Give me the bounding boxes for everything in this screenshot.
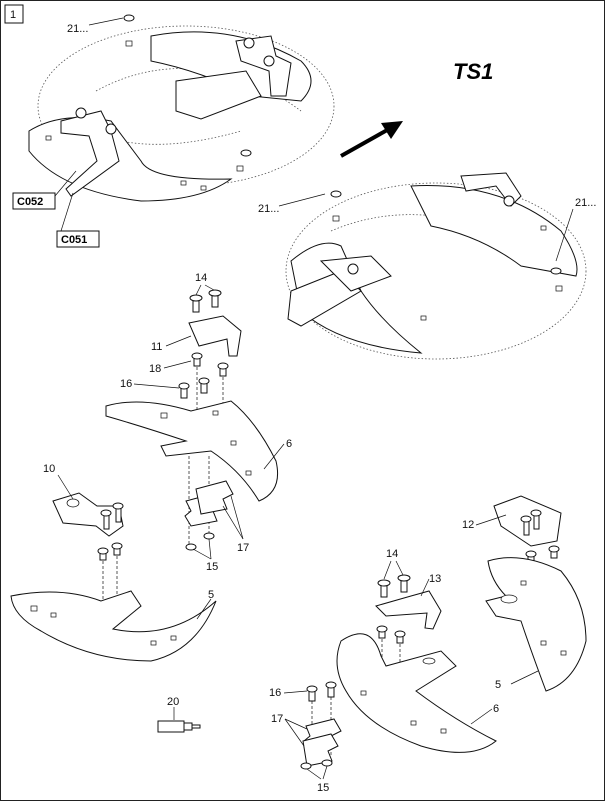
callout-21-mid: 21...: [258, 203, 279, 215]
callout-10: 10: [43, 463, 55, 475]
callout-13: 13: [429, 573, 441, 585]
screws-bracket-10: [97, 502, 124, 561]
callout-20: 20: [167, 696, 179, 708]
clips-17-upper: [184, 480, 234, 527]
screws-14-lower: [377, 574, 411, 598]
callout-5-left: 5: [208, 589, 214, 601]
callout-21-top-right: 21...: [575, 197, 596, 209]
bracket-13: [375, 590, 442, 630]
bolts-bracket-13: [376, 625, 406, 644]
callout-16-lower: 16: [269, 687, 281, 699]
diagram-title: TS1: [453, 59, 493, 84]
bolts-16-upper: [178, 377, 210, 399]
grease-tube-20: [157, 720, 201, 733]
blade-6-upper: [105, 400, 279, 502]
bracket-11: [188, 315, 242, 357]
callout-15-lower: 15: [317, 782, 329, 794]
callout-17-upper: 17: [237, 542, 249, 554]
callout-16-upper: 16: [120, 378, 132, 390]
direction-arrow: [340, 121, 403, 158]
ref-box-c052: [12, 192, 56, 210]
assembly-top-right: [285, 172, 587, 360]
blade-6-lower: [336, 633, 497, 753]
ref-label-c051: C051: [61, 234, 87, 246]
nuts-15-upper: [185, 532, 215, 551]
callout-17-lower: 17: [271, 713, 283, 725]
callout-5-right: 5: [495, 679, 501, 691]
bolts-18: [191, 352, 229, 377]
ref-label-c052: C052: [17, 196, 43, 208]
callout-11: 11: [151, 341, 162, 353]
callout-6-upper: 6: [286, 438, 292, 450]
bracket-10: [52, 492, 124, 537]
clips-17-lower: [302, 718, 342, 767]
ref-box-c051: [56, 230, 100, 248]
figure-number: 1: [10, 9, 16, 21]
blade-5-right: [485, 557, 587, 692]
figure-number-box: [4, 4, 24, 24]
screws-bracket-12: [520, 509, 560, 564]
bolts-16-lower: [306, 681, 337, 702]
callout-14-upper: 14: [195, 272, 207, 284]
callout-6-lower: 6: [493, 703, 499, 715]
blade-5-left: [10, 590, 217, 662]
callout-21-top-left: 21...: [67, 23, 88, 35]
screws-14-upper: [189, 289, 222, 313]
callout-12: 12: [462, 519, 474, 531]
callout-15-upper: 15: [206, 561, 218, 573]
callout-14-lower: 14: [386, 548, 398, 560]
assembly-top-left: [28, 14, 335, 202]
callout-18: 18: [149, 363, 161, 375]
